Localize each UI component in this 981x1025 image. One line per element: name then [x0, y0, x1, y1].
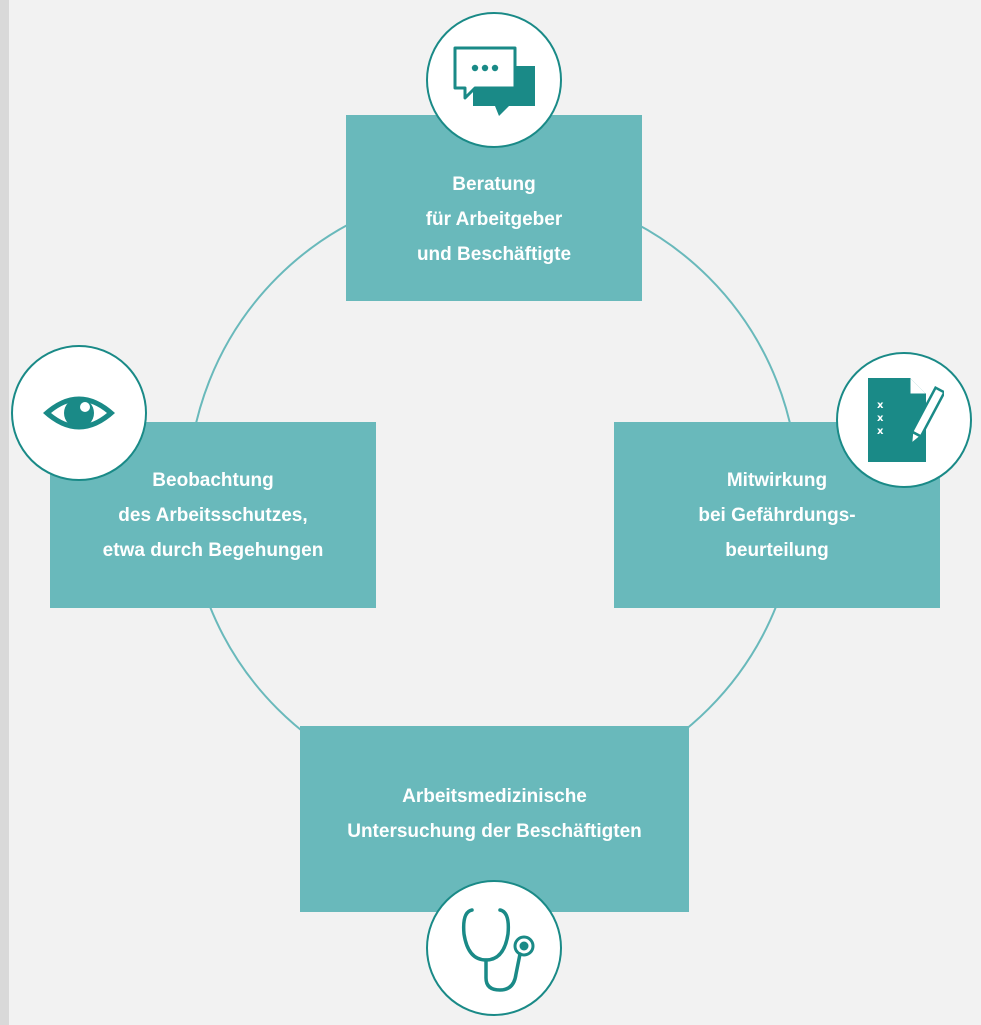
node-observation-line-1: Beobachtung — [152, 469, 274, 491]
node-consulting-line-3: und Beschäftigte — [416, 243, 572, 265]
speech-bubbles-icon — [453, 46, 535, 116]
eye-icon-circle — [11, 345, 147, 481]
stethoscope-icon — [461, 908, 535, 992]
checklist-document-pen-icon: x x x — [868, 378, 944, 462]
node-risk-assessment-line-2: bei Gefährdungs- — [698, 504, 856, 526]
svg-text:x: x — [877, 426, 884, 437]
svg-text:x: x — [877, 413, 884, 424]
svg-text:x: x — [877, 400, 884, 411]
node-consulting-line-2: für Arbeitgeber — [425, 208, 563, 230]
node-consulting-line-1: Beratung — [452, 173, 536, 195]
node-observation-line-2: des Arbeitsschutzes, — [118, 504, 308, 526]
node-medical-examination-line-2: Untersuchung der Beschäftigten — [347, 821, 642, 842]
node-risk-assessment: Mitwirkung bei Gefährdungs- beurteilung — [614, 422, 940, 608]
left-edge-bar — [0, 0, 9, 1025]
node-consulting: Beratung für Arbeitgeber und Beschäftigt… — [346, 115, 642, 301]
node-observation-line-3: etwa durch Begehungen — [102, 539, 324, 561]
eye-icon — [43, 396, 115, 430]
checklist-document-pen-icon-circle: x x x — [836, 352, 972, 488]
stethoscope-icon-circle — [426, 880, 562, 1016]
node-medical-examination-line-1: Arbeitsmedizinische — [402, 786, 587, 807]
node-risk-assessment-line-3: beurteilung — [725, 539, 829, 561]
speech-bubbles-icon-circle — [426, 12, 562, 148]
node-risk-assessment-line-1: Mitwirkung — [726, 469, 828, 491]
